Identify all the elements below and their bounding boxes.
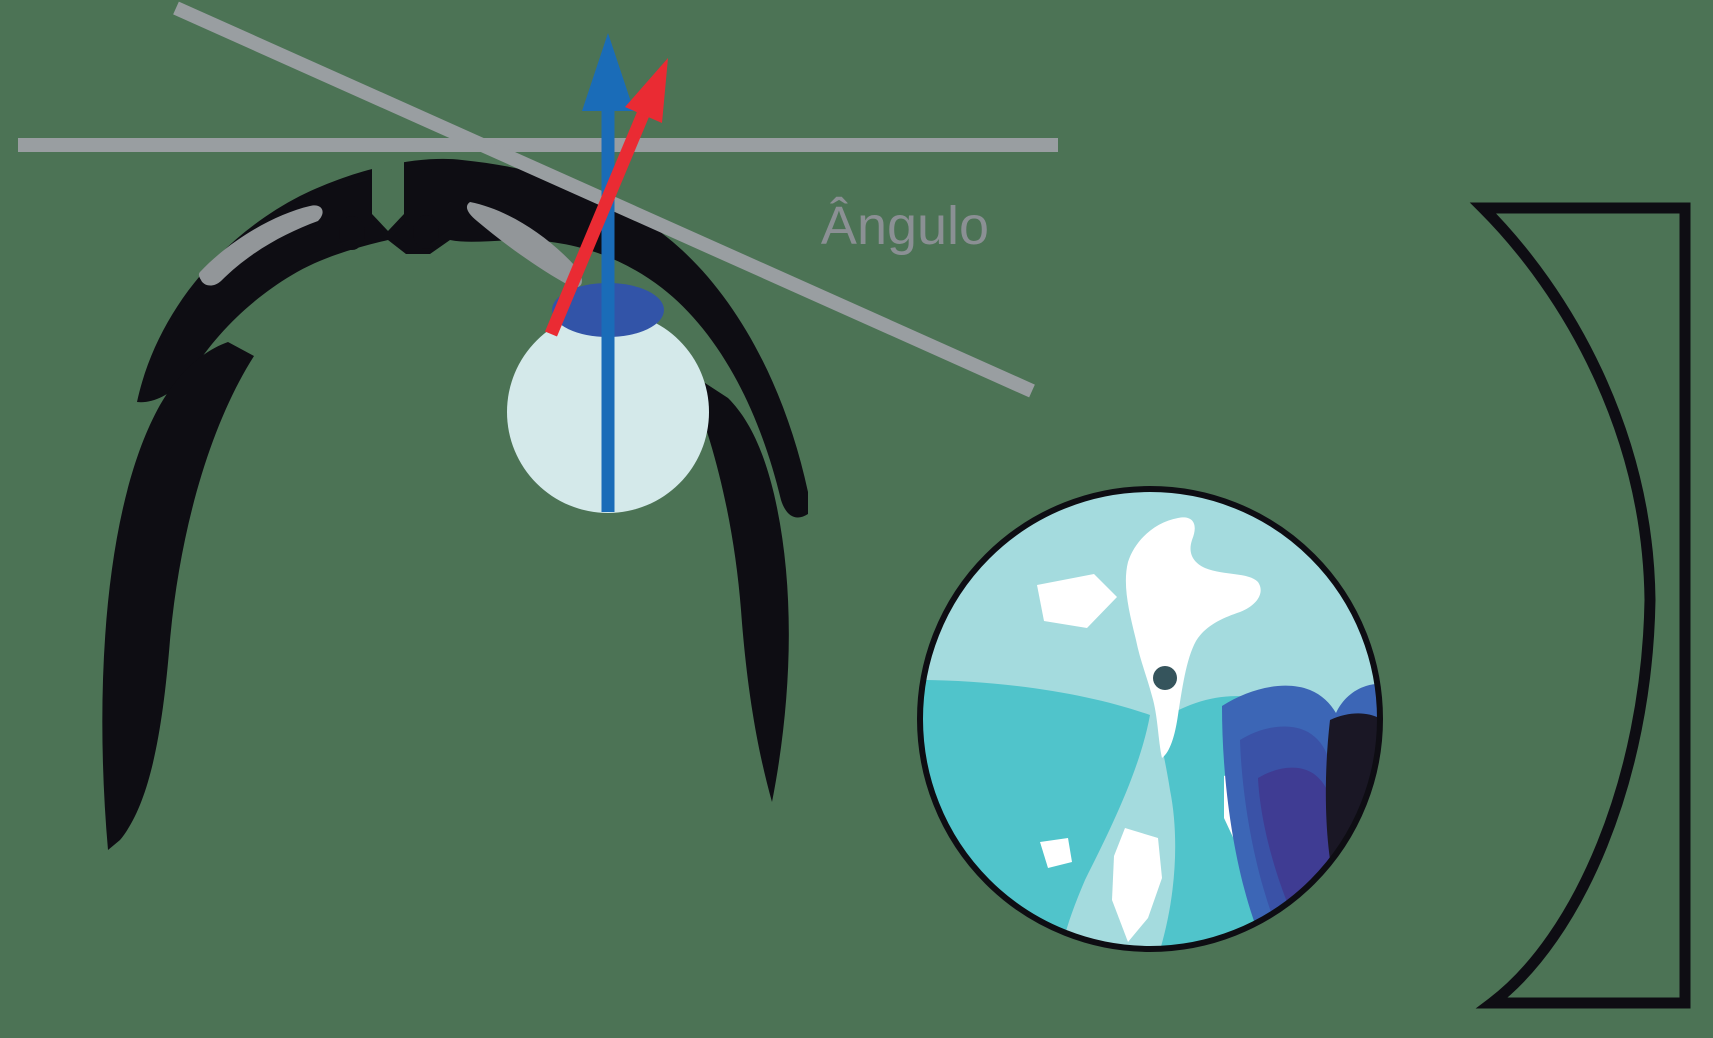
map-white-bottom-blob — [1112, 828, 1162, 942]
gaze-arrows — [545, 33, 668, 512]
left-lens-slit — [198, 205, 323, 286]
map-white-quad — [1037, 574, 1117, 628]
lens-cross-section — [1469, 202, 1691, 1009]
inset-circle-outline — [917, 486, 1383, 952]
red-arrow-shaft — [545, 109, 650, 337]
angle-label: Ângulo — [821, 196, 989, 256]
map-white-central-blob — [1125, 517, 1261, 758]
blue-arrow-head — [582, 33, 634, 111]
nose-pad-right — [413, 215, 439, 249]
red-arrow-head — [625, 58, 668, 123]
head-and-glasses-silhouette — [102, 158, 808, 850]
right-lens-slit — [466, 202, 582, 288]
right-temple-arm — [682, 368, 789, 802]
nose-bridge-notch — [372, 158, 404, 231]
nose-pad-left — [339, 216, 365, 250]
map-white-tiny — [1040, 838, 1072, 868]
horizontal-reference-line — [18, 138, 1058, 152]
left-temple-arm — [102, 342, 254, 850]
map-center-dot — [1153, 666, 1177, 690]
glasses-frame — [137, 158, 808, 518]
